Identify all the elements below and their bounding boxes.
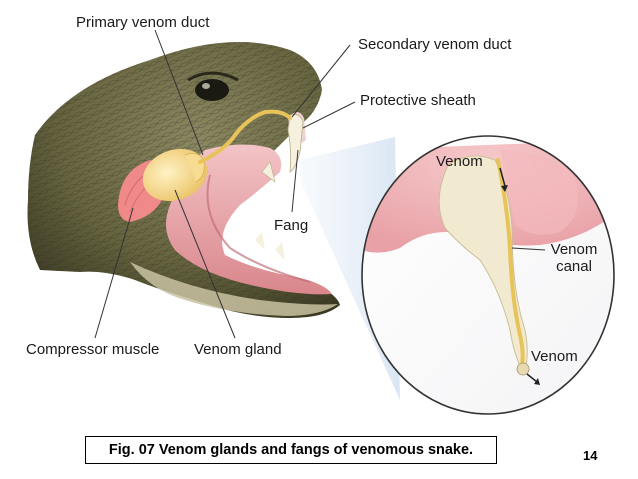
- leader-lines: [94, 29, 546, 339]
- snake-eye: [195, 79, 229, 101]
- label-venom-bottom: Venom: [531, 348, 578, 365]
- magnified-fang-view: [361, 135, 615, 415]
- label-venom-canal-line2: canal: [556, 258, 592, 276]
- label-venom-gland: Venom gland: [194, 341, 282, 358]
- label-venom-canal: Venom canal: [544, 241, 604, 276]
- venom-duct-shape: [198, 109, 292, 164]
- figure-caption: Fig. 07 Venom glands and fangs of venomo…: [85, 436, 497, 464]
- page-number: 14: [583, 448, 598, 463]
- venom-flow-arrow-top: [499, 167, 506, 187]
- snake-head: [27, 42, 340, 318]
- label-protective-sheath: Protective sheath: [360, 92, 476, 109]
- open-mouth: [166, 144, 332, 295]
- label-venom-top: Venom: [436, 153, 483, 170]
- label-secondary-venom-duct: Secondary venom duct: [358, 36, 512, 53]
- fang-shape: [287, 113, 304, 173]
- label-compressor-muscle: Compressor muscle: [26, 341, 160, 358]
- label-primary-venom-duct: Primary venom duct: [76, 14, 210, 31]
- label-venom-canal-line1: Venom: [550, 241, 598, 258]
- label-fang: Fang: [274, 217, 309, 234]
- venom-canal-shape: [496, 158, 525, 368]
- venom-drop: [516, 362, 530, 376]
- venom-flow-arrow-bottom: [526, 373, 538, 383]
